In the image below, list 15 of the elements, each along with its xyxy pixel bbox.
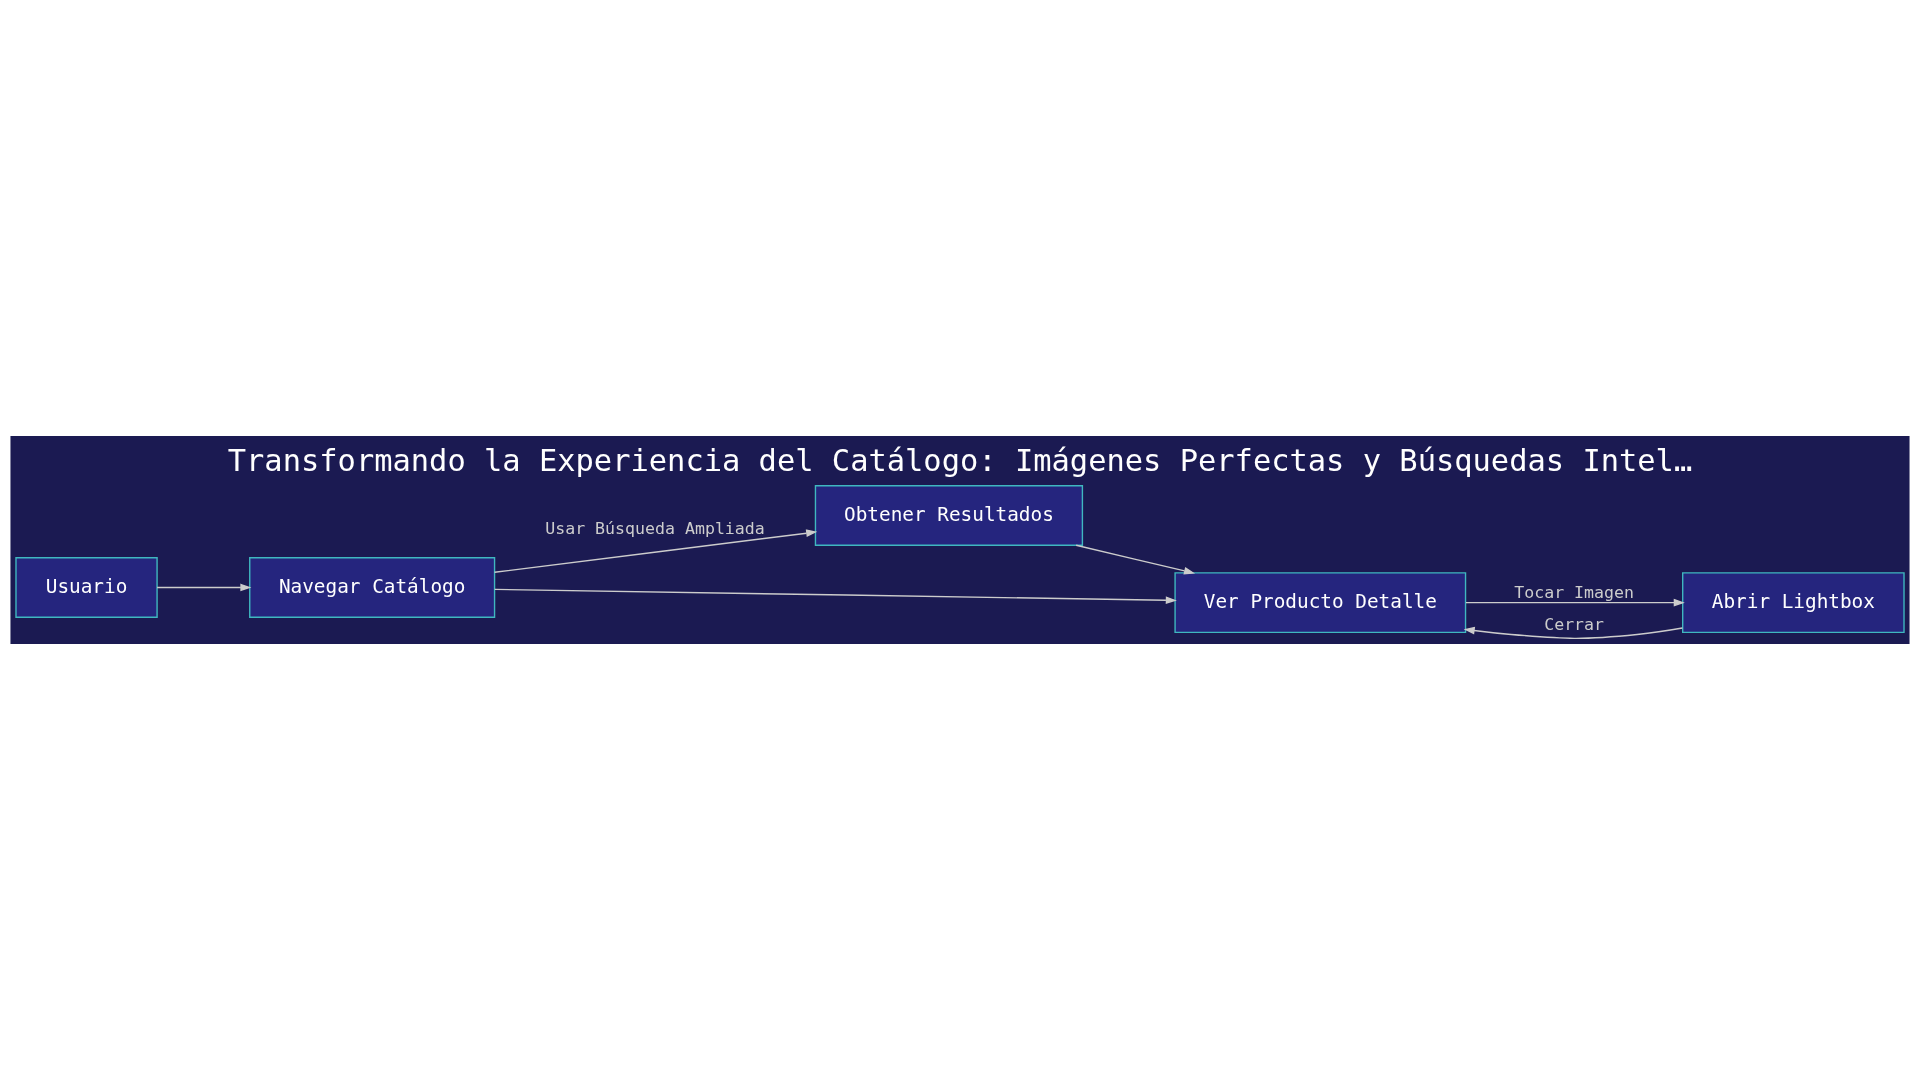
node-box: Obtener Resultados <box>814 485 1084 546</box>
arrow <box>156 583 252 592</box>
arrow <box>1463 626 1684 640</box>
node-box: Ver Producto Detalle <box>1174 572 1467 634</box>
arrow <box>1075 544 1196 575</box>
node-box: Usuario <box>15 557 158 618</box>
diagram-title: Transformando la Experiencia del Catálogo: Imágenes Perfectas y Búsquedas Intel… <box>227 443 1693 479</box>
edge-label: Usar Búsqueda Ampliada <box>545 519 765 539</box>
arrow <box>493 529 818 573</box>
node-box: Abrir Lightbox <box>1682 572 1905 634</box>
node-box: Navegar Catálogo <box>249 557 496 618</box>
arrow <box>494 588 1177 605</box>
edge-label: Tocar Imagen <box>1514 582 1635 602</box>
arrow <box>1465 598 1685 607</box>
edge-label: Cerrar <box>1544 614 1605 634</box>
